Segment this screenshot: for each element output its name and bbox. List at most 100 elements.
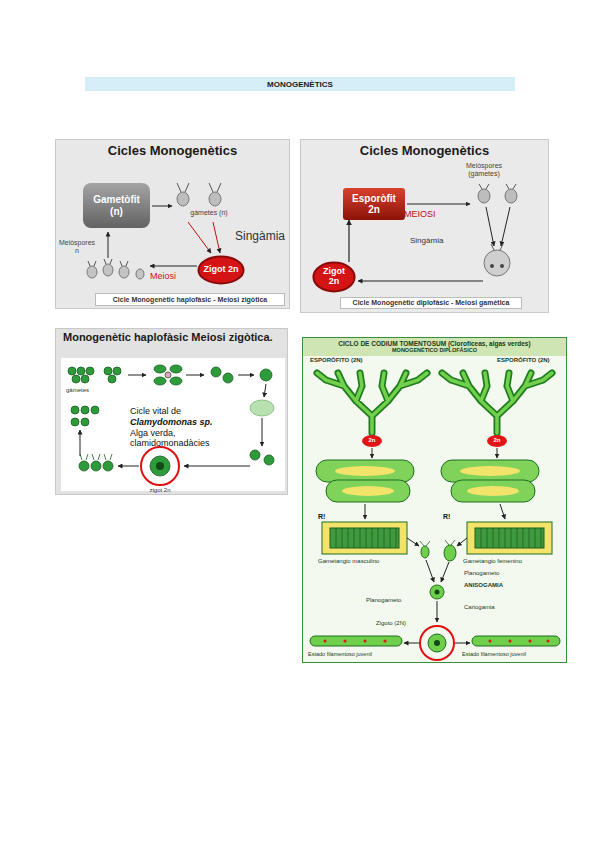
- chlamydomonas-figure: [80, 375, 266, 466]
- caption-bar: Cicle Monogenètic diplofàsic - Meiosi ga…: [340, 297, 522, 309]
- codium-figure: [365, 504, 366, 519]
- codium-figure: [457, 538, 467, 546]
- figure-label: Estado filamentoso juvenil: [308, 651, 408, 657]
- figure-label: Gametangio masculino: [318, 558, 418, 565]
- figure-label: Planogameto: [464, 570, 524, 577]
- codium-figure: [384, 640, 387, 643]
- haplophasic-cycle-figure: [150, 266, 197, 267]
- chlamydomonas-figure: [108, 375, 116, 383]
- diplophasic-cycle-figure: [358, 281, 483, 282]
- codium-figure: [472, 636, 560, 646]
- chlamydomonas-figure: [260, 369, 272, 381]
- node-text: Monogenètic haplofàsic Meiosi zigòtica.: [63, 331, 273, 343]
- codium-figure: [441, 460, 539, 502]
- node-text: CICLO DE CODIUM TOMENTOSUM (Clorofíceas,…: [338, 340, 530, 347]
- chlamydomonas-figure: [72, 375, 80, 383]
- figure-label: Meiòspores n: [57, 239, 97, 255]
- node-text: MONOGENÈTICS: [267, 80, 333, 89]
- node-text: Cicles Monogenètics: [108, 143, 237, 158]
- node-text: Cicle Monogenètic haplofàsic - Meiosi zi…: [113, 296, 267, 304]
- codium-figure: [430, 585, 444, 599]
- cycle-panel: Cicles MonogenèticsEsporòfit 2nZigot 2nC…: [300, 139, 549, 313]
- diplophasic-cycle-figure: [506, 184, 516, 189]
- chlamydomonas-figure: [81, 375, 89, 383]
- sporophyte-thallus: [317, 373, 427, 433]
- codium-figure: [529, 640, 532, 643]
- sporophyte-box: Esporòfit 2n: [343, 188, 405, 220]
- zygote-ellipse: Zigot 2n: [198, 256, 244, 284]
- haplophasic-cycle-figure: [209, 192, 221, 206]
- figure-label: ESPORÓFITO (2N): [310, 357, 380, 364]
- chlamydomonas-figure: [128, 375, 146, 376]
- chlamydomonas-figure: [262, 418, 263, 446]
- haplophasic-cycle-figure: [119, 266, 129, 278]
- codium-figure: [407, 538, 419, 546]
- cycle-panel: Cicles MonogenèticsGametòfit (n) Zigot 2n…: [55, 139, 290, 309]
- chlamydomonas-figure: [211, 367, 221, 377]
- codium-figure: [364, 640, 367, 643]
- chlamydomonas-figure: [250, 450, 260, 460]
- codium-figure: [365, 504, 505, 519]
- codium-figure: [455, 643, 470, 644]
- chlamydomonas-figure: [186, 375, 204, 376]
- gametophyte-box: Gametòfit (n): [83, 183, 150, 228]
- diplophasic-cycle-figure: [490, 264, 494, 268]
- chlamydomonas-figure: [71, 406, 79, 414]
- diplophasic-cycle-figure: [486, 207, 494, 246]
- figure-label: gàmetes (n): [178, 209, 240, 217]
- chlamydomonas-figure: [77, 367, 85, 375]
- chlamydomonas-figure: [264, 384, 266, 397]
- gametangium-drawing: [336, 528, 396, 548]
- codium-figure: [487, 435, 507, 447]
- sporophyte-thallus: [317, 373, 427, 433]
- chlamydomonas-figure: [238, 375, 254, 376]
- haplophasic-cycle-figure: [188, 222, 211, 253]
- codium-figure: [489, 640, 492, 643]
- codium-figure: [435, 590, 440, 595]
- codium-figure: [420, 626, 454, 660]
- haplophasic-cycle-figure: [209, 183, 221, 192]
- codium-figure: [404, 643, 419, 644]
- chlamydomonas-figure: [68, 367, 76, 375]
- haplophasic-cycle-figure: [108, 232, 109, 258]
- figure-label: Alga verda, clamidomonadàcies: [130, 428, 222, 449]
- panel-grounds: [300, 139, 549, 313]
- figure-label: R!: [443, 513, 459, 521]
- codium-figure: [310, 636, 402, 646]
- diplophasic-cycle-figure: [484, 250, 510, 276]
- diplophasic-cycle-figure: [505, 189, 517, 203]
- chlamydomonas-figure: [154, 377, 166, 385]
- figure-label: 2n: [363, 437, 381, 444]
- figure-label: 2n: [488, 437, 506, 444]
- chlamydomonas-figure: [79, 461, 89, 471]
- codium-figure: [428, 634, 446, 652]
- diplophasic-cycle-figure: [479, 184, 489, 189]
- figure-label: Estado filamentoso juvenil: [462, 651, 562, 657]
- chlamydomonas-figure: [103, 461, 113, 471]
- gametangium-drawing: [322, 522, 407, 554]
- diplophasic-cycle-figure: [407, 204, 470, 205]
- chlamydomonas-figure: [71, 418, 79, 426]
- codium-figure: [362, 435, 382, 447]
- chlamydomonas-figure: [86, 367, 94, 375]
- cycle-panel: CICLO DE CODIUM TOMENTOSUM (Clorofíceas,…: [302, 337, 567, 663]
- chlamydomonas-figure: [170, 377, 182, 385]
- ellipse-outline: [198, 257, 243, 284]
- figure-label: Clamydomonas sp.: [130, 417, 222, 427]
- codium-figure: [547, 640, 550, 643]
- figure-label: Cariogamia: [464, 604, 524, 611]
- gametangium-drawing: [330, 528, 399, 548]
- node-text: Zigot 2n: [317, 267, 351, 287]
- utricle-drawing: [316, 460, 414, 482]
- title-band: MONOGENÈTICS: [85, 77, 515, 91]
- codium-figure: [426, 560, 434, 582]
- codium-figure: [404, 538, 470, 643]
- panel-grounds: [302, 337, 567, 663]
- figure-label: zigot 2n: [142, 487, 178, 494]
- node-text: Gametòfit (n): [87, 194, 146, 217]
- chlamydomonas-figure: [68, 365, 274, 476]
- codium-figure: [437, 601, 438, 622]
- haplophasic-cycle-figure: [88, 259, 128, 266]
